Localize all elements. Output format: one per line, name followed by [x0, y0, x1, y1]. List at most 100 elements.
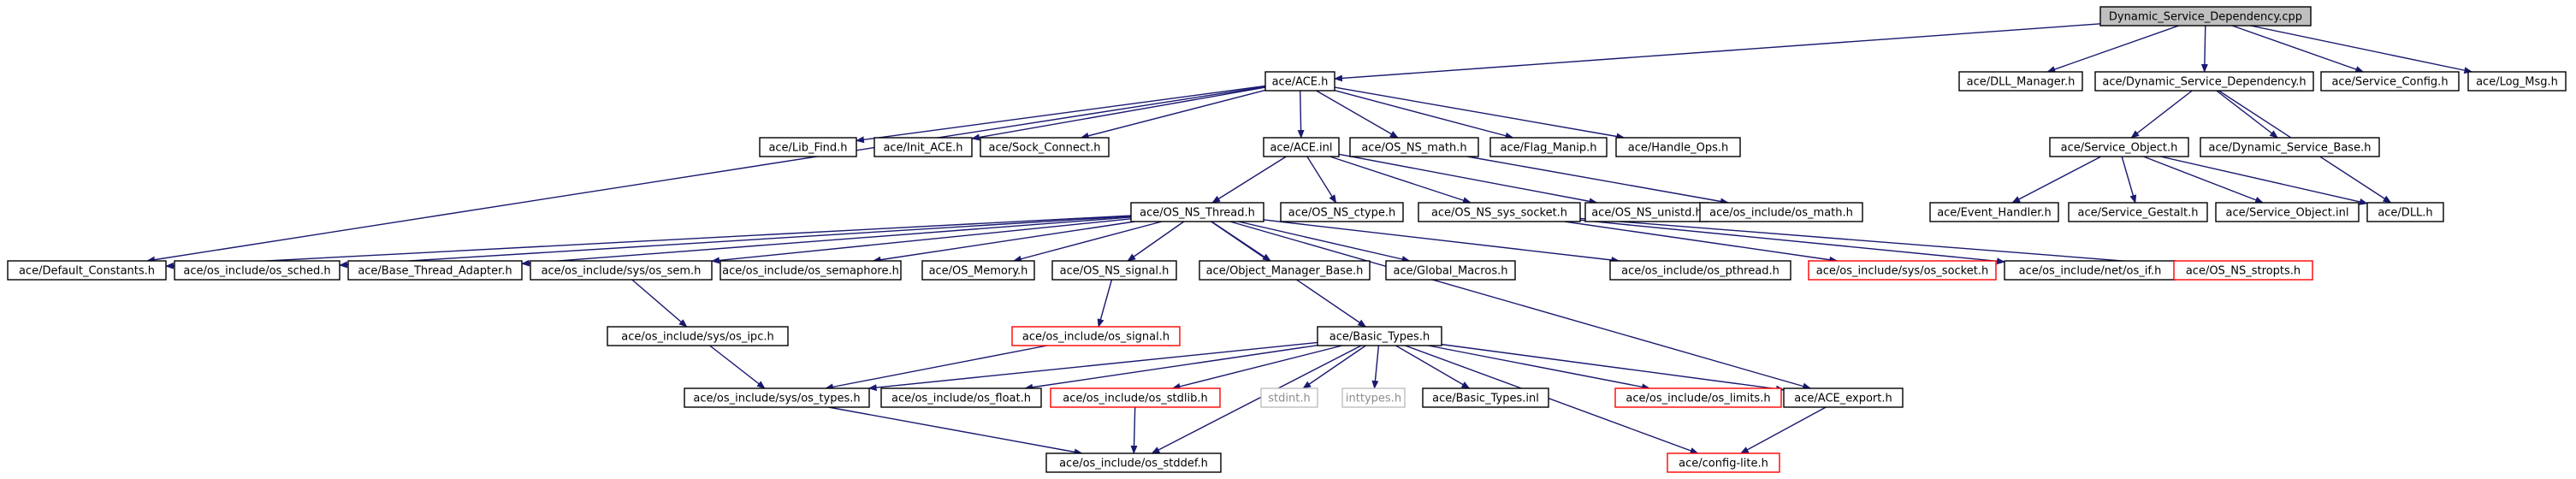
node-box[interactable] [2068, 202, 2208, 222]
node-dll_h[interactable]: ace/DLL.h [2366, 202, 2444, 222]
node-os_sched[interactable]: ace/os_include/os_sched.h [174, 260, 341, 281]
node-global_macros[interactable]: ace/Global_Macros.h [1385, 260, 1516, 281]
node-box[interactable] [1011, 326, 1181, 346]
node-stdint[interactable]: stdint.h [1260, 387, 1318, 408]
node-net_os_if[interactable]: ace/os_include/net/os_if.h [2004, 260, 2176, 281]
node-os_signal[interactable]: ace/os_include/os_signal.h [1011, 326, 1181, 346]
node-box[interactable] [684, 387, 870, 408]
node-default_constants[interactable]: ace/Default_Constants.h [7, 260, 167, 281]
node-box[interactable] [1263, 137, 1340, 157]
node-ace_inl[interactable]: ace/ACE.inl [1263, 137, 1340, 157]
node-box[interactable] [1341, 387, 1406, 408]
node-box[interactable] [1317, 326, 1442, 346]
node-inttypes[interactable]: inttypes.h [1341, 387, 1406, 408]
node-handle_ops[interactable]: ace/Handle_Ops.h [1615, 137, 1741, 157]
node-box[interactable] [759, 137, 857, 157]
node-sock_connect[interactable]: ace/Sock_Connect.h [980, 137, 1110, 157]
node-service_gestalt[interactable]: ace/Service_Gestalt.h [2068, 202, 2208, 222]
node-box[interactable] [2200, 137, 2380, 157]
node-box[interactable] [1385, 260, 1516, 281]
node-box[interactable] [1489, 137, 1608, 157]
node-box[interactable] [1615, 137, 1741, 157]
node-dsd_h[interactable]: ace/Dynamic_Service_Dependency.h [2094, 71, 2314, 92]
node-sys_os_ipc[interactable]: ace/os_include/sys/os_ipc.h [607, 326, 789, 346]
node-box[interactable] [1422, 387, 1549, 408]
node-os_pthread[interactable]: ace/os_include/os_pthread.h [1609, 260, 1791, 281]
node-box[interactable] [2320, 71, 2460, 92]
node-os_ns_signal[interactable]: ace/OS_NS_signal.h [1051, 260, 1177, 281]
node-box[interactable] [1929, 202, 2059, 222]
node-os_limits[interactable]: ace/os_include/os_limits.h [1614, 387, 1782, 408]
node-root[interactable]: Dynamic_Service_Dependency.cpp [2099, 6, 2312, 27]
node-box[interactable] [1808, 260, 1997, 281]
node-box[interactable] [1280, 202, 1404, 222]
node-dll_manager[interactable]: ace/DLL_Manager.h [1958, 71, 2083, 92]
node-basic_types[interactable]: ace/Basic_Types.h [1317, 326, 1442, 346]
node-os_semaphore[interactable]: ace/os_include/os_semaphore.h [720, 260, 902, 281]
node-object_manager_base[interactable]: ace/Object_Manager_Base.h [1199, 260, 1371, 281]
node-os_stddef[interactable]: ace/os_include/os_stddef.h [1045, 452, 1222, 473]
node-os_ns_stropts[interactable]: ace/OS_NS_stropts.h [2173, 260, 2313, 281]
node-flag_manip[interactable]: ace/Flag_Manip.h [1489, 137, 1608, 157]
node-box[interactable] [1199, 260, 1371, 281]
node-box[interactable] [1264, 71, 1335, 92]
node-os_memory[interactable]: ace/OS_Memory.h [921, 260, 1035, 281]
edge-line [1229, 221, 1812, 390]
node-os_float[interactable]: ace/os_include/os_float.h [880, 387, 1042, 408]
node-ace_export[interactable]: ace/ACE_export.h [1783, 387, 1904, 408]
node-service_object_inl[interactable]: ace/Service_Object.inl [2215, 202, 2360, 222]
node-box[interactable] [7, 260, 167, 281]
node-box[interactable] [2094, 71, 2314, 92]
node-box[interactable] [174, 260, 341, 281]
node-sys_os_types[interactable]: ace/os_include/sys/os_types.h [684, 387, 870, 408]
node-os_math[interactable]: ace/os_include/os_math.h [1699, 202, 1863, 222]
node-box[interactable] [921, 260, 1035, 281]
node-box[interactable] [530, 260, 713, 281]
node-box[interactable] [2215, 202, 2360, 222]
node-ace_h[interactable]: ace/ACE.h [1264, 71, 1335, 92]
node-box[interactable] [1614, 387, 1782, 408]
node-box[interactable] [1783, 387, 1904, 408]
node-log_msg[interactable]: ace/Log_Msg.h [2467, 71, 2567, 92]
node-sys_os_sem[interactable]: ace/os_include/sys/os_sem.h [530, 260, 713, 281]
node-os_ns_unistd[interactable]: ace/OS_NS_unistd.h [1584, 202, 1709, 222]
node-event_handler[interactable]: ace/Event_Handler.h [1929, 202, 2059, 222]
node-box[interactable] [1609, 260, 1791, 281]
node-label: ace/Default_Constants.h [19, 265, 155, 278]
node-base_thread_adapter[interactable]: ace/Base_Thread_Adapter.h [347, 260, 523, 281]
node-box[interactable] [880, 387, 1042, 408]
node-os_ns_math[interactable]: ace/OS_NS_math.h [1349, 137, 1479, 157]
node-dyn_service_base[interactable]: ace/Dynamic_Service_Base.h [2200, 137, 2380, 157]
node-box[interactable] [2049, 137, 2189, 157]
node-service_config[interactable]: ace/Service_Config.h [2320, 71, 2460, 92]
node-box[interactable] [1418, 202, 1581, 222]
node-box[interactable] [1050, 387, 1221, 408]
node-box[interactable] [2467, 71, 2567, 92]
node-box[interactable] [2173, 260, 2313, 281]
node-basic_types_inl[interactable]: ace/Basic_Types.inl [1422, 387, 1549, 408]
node-box[interactable] [1130, 202, 1264, 222]
node-box[interactable] [2366, 202, 2444, 222]
node-init_ace[interactable]: ace/Init_ACE.h [873, 137, 973, 157]
node-box[interactable] [873, 137, 973, 157]
node-box[interactable] [1045, 452, 1222, 473]
node-box[interactable] [1349, 137, 1479, 157]
node-box[interactable] [1699, 202, 1863, 222]
node-config_lite[interactable]: ace/config-lite.h [1667, 452, 1780, 473]
node-box[interactable] [607, 326, 789, 346]
node-os_ns_sys_socket[interactable]: ace/OS_NS_sys_socket.h [1418, 202, 1581, 222]
node-box[interactable] [1667, 452, 1780, 473]
node-lib_find[interactable]: ace/Lib_Find.h [759, 137, 857, 157]
node-box[interactable] [1051, 260, 1177, 281]
node-box[interactable] [720, 260, 902, 281]
node-box[interactable] [2099, 6, 2312, 27]
node-os_ns_thread[interactable]: ace/OS_NS_Thread.h [1130, 202, 1264, 222]
node-box[interactable] [1260, 387, 1318, 408]
node-service_object[interactable]: ace/Service_Object.h [2049, 137, 2189, 157]
node-box[interactable] [347, 260, 523, 281]
node-box[interactable] [980, 137, 1110, 157]
node-os_ns_ctype[interactable]: ace/OS_NS_ctype.h [1280, 202, 1404, 222]
node-box[interactable] [1958, 71, 2083, 92]
node-os_stdlib[interactable]: ace/os_include/os_stdlib.h [1050, 387, 1221, 408]
node-sys_os_socket[interactable]: ace/os_include/sys/os_socket.h [1808, 260, 1997, 281]
